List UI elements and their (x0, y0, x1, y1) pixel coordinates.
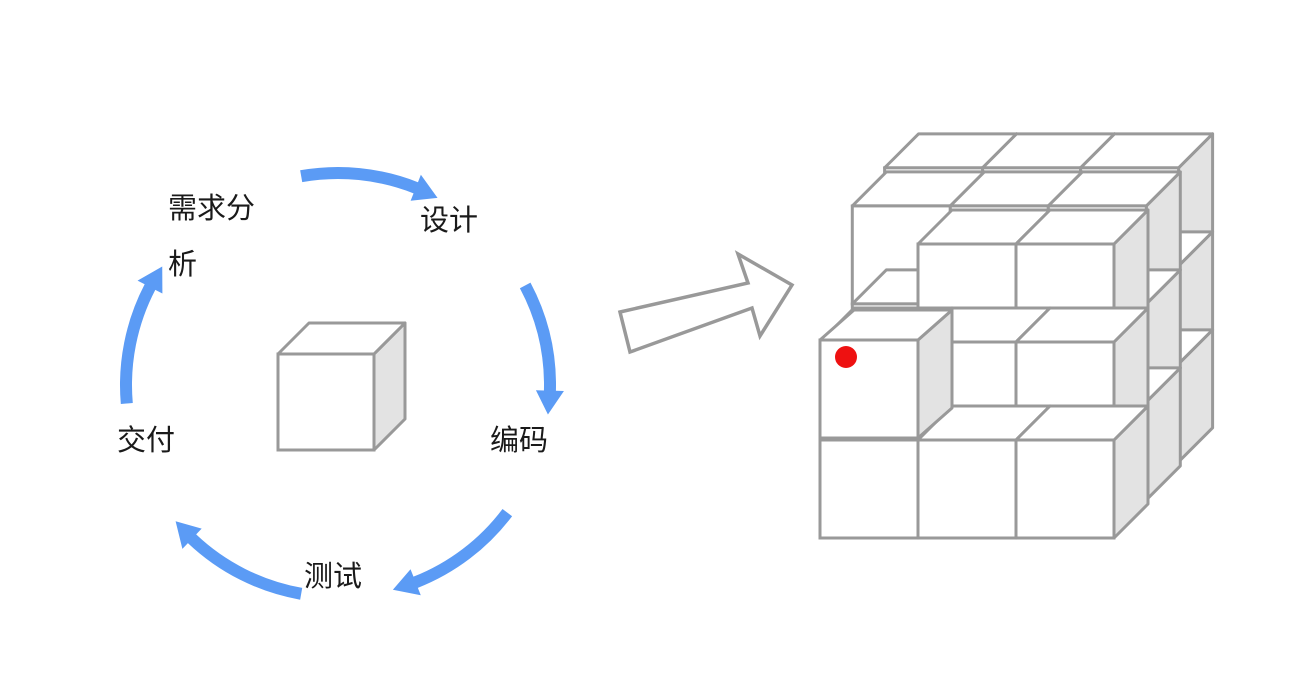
cycle-arrow-5 (120, 266, 163, 404)
cycle-arrow-2 (519, 282, 564, 415)
stack-cube-layer0-row0-col2 (1014, 404, 1150, 540)
stage-label-coding: 编码 (490, 423, 549, 457)
cycle-arrow-1 (300, 167, 438, 201)
stage-label-delivery: 交付 (117, 423, 176, 457)
cycle-arrow-3 (392, 508, 513, 596)
stack-cube-highlighted (818, 308, 954, 440)
stage-label-requirements-analysis: 需求分析 (168, 191, 256, 281)
cube-stack (818, 132, 1215, 540)
right-arrow-outline (617, 250, 795, 355)
transition-arrow (617, 250, 795, 355)
single-cube (276, 321, 407, 452)
red-marker-dot (835, 346, 857, 368)
cycle-arrows (120, 167, 564, 600)
stage-label-design: 设计 (420, 203, 479, 237)
cycle-arrow-4 (175, 521, 303, 600)
marker-layer (835, 346, 857, 368)
stage-label-testing: 测试 (304, 559, 363, 593)
center-cube (276, 321, 407, 452)
